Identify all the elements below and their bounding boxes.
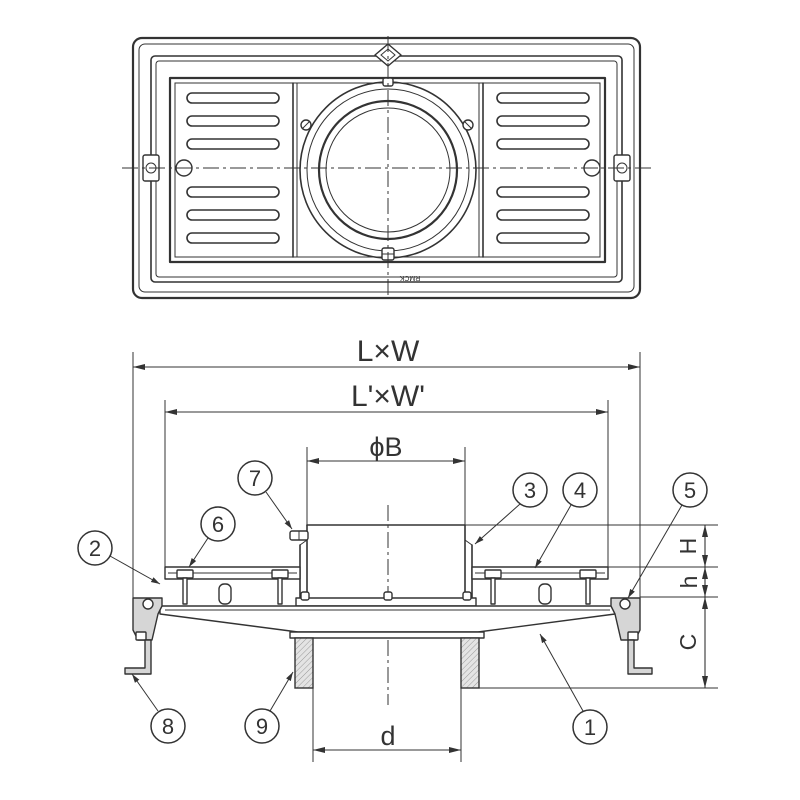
side-frame-right bbox=[610, 597, 641, 641]
grating-slot-left-4 bbox=[186, 186, 280, 198]
grating-bolt-head-3 bbox=[484, 569, 502, 579]
grating-leg-left bbox=[218, 583, 232, 605]
callout-6: 6 bbox=[188, 506, 236, 568]
side-frame-left bbox=[132, 597, 163, 641]
ring-screw-left-slot bbox=[301, 120, 311, 130]
outlet-wall-left bbox=[294, 637, 314, 689]
part-callouts: 1 2 3 4 5 6 7 bbox=[77, 460, 708, 745]
dim-label-overall: L×W bbox=[357, 335, 420, 368]
callout-7-number: 7 bbox=[249, 466, 261, 491]
anchor-right bbox=[627, 639, 653, 675]
anchor-left bbox=[124, 639, 152, 675]
grating-bolt-head-2 bbox=[271, 569, 289, 579]
callout-5-ring bbox=[672, 472, 708, 508]
grating-slot-right-2 bbox=[496, 115, 590, 127]
callout-4-leader bbox=[534, 504, 572, 569]
callout-9-ring bbox=[244, 708, 280, 744]
callout-1-ring bbox=[572, 709, 608, 745]
dim-label-H: H bbox=[675, 538, 701, 555]
dim-label-h: h bbox=[676, 576, 702, 589]
ring-screw-right-slot bbox=[463, 120, 473, 130]
callout-5: 5 bbox=[627, 472, 708, 599]
callout-7-leader bbox=[265, 491, 293, 530]
callout-4-number: 4 bbox=[574, 478, 586, 503]
outlet-wall-right bbox=[460, 637, 480, 689]
grating-slot-right-4 bbox=[496, 186, 590, 198]
body-peg-center bbox=[383, 591, 393, 601]
callout-5-leader bbox=[627, 504, 683, 599]
callout-2-number: 2 bbox=[89, 536, 101, 561]
section-view bbox=[124, 352, 718, 762]
callout-6-leader bbox=[188, 537, 209, 568]
frame-bolt-right bbox=[619, 598, 631, 610]
frame-nut-left bbox=[135, 631, 147, 641]
grating-slot-right-6 bbox=[496, 232, 590, 244]
callout-1-leader bbox=[539, 633, 584, 712]
plan-view: RMCK bbox=[122, 36, 652, 300]
grating-leg-right bbox=[538, 583, 552, 605]
dim-label-outlet-diameter: d bbox=[380, 721, 395, 751]
dim-label-C: C bbox=[675, 634, 701, 651]
callout-1-number: 1 bbox=[584, 715, 596, 740]
outer-frame-inner-edge bbox=[138, 43, 635, 293]
grating-slot-left-5 bbox=[186, 209, 280, 221]
callout-3-ring bbox=[512, 472, 548, 508]
grating-slots bbox=[186, 92, 590, 244]
callout-7-ring bbox=[237, 460, 273, 496]
collar-rim-left bbox=[299, 539, 308, 546]
dimensions: L×W L'×W' ϕB d H h C bbox=[133, 335, 708, 753]
collar-rim-right bbox=[464, 539, 473, 546]
callout-7: 7 bbox=[237, 460, 293, 530]
callout-4: 4 bbox=[534, 472, 598, 569]
grating-bolt-head-1 bbox=[176, 569, 194, 579]
grating-slot-left-6 bbox=[186, 232, 280, 244]
callout-3-leader bbox=[474, 503, 521, 545]
callout-8-ring bbox=[150, 708, 186, 744]
body-peg-right bbox=[462, 591, 472, 601]
body-peg-left bbox=[300, 591, 310, 601]
callout-9-leader bbox=[269, 671, 294, 712]
callout-2-ring bbox=[77, 530, 113, 566]
callout-8: 8 bbox=[131, 673, 186, 744]
frame-bolt-left bbox=[142, 598, 154, 610]
grating-slot-right-5 bbox=[496, 209, 590, 221]
callout-6-ring bbox=[200, 506, 236, 542]
grating-bolt-shank-4 bbox=[585, 577, 591, 605]
grating-slot-left-2 bbox=[186, 115, 280, 127]
dim-label-top-diameter: ϕB bbox=[369, 432, 402, 462]
callout-3-number: 3 bbox=[524, 478, 536, 503]
frame-nut-right bbox=[627, 631, 639, 641]
grating-bolt-shank-2 bbox=[277, 577, 283, 605]
plan-marking-text: RMCK bbox=[399, 274, 420, 281]
callout-9-number: 9 bbox=[256, 714, 268, 739]
grating-slot-right-3 bbox=[496, 138, 590, 150]
outlet-flange bbox=[289, 631, 485, 639]
grating-bolt-shank-1 bbox=[182, 577, 188, 605]
callout-2-leader bbox=[109, 555, 161, 585]
callout-8-leader bbox=[131, 673, 159, 712]
callout-2: 2 bbox=[77, 530, 161, 585]
callout-9: 9 bbox=[244, 671, 294, 744]
callout-6-number: 6 bbox=[212, 512, 224, 537]
diamond-mark-inner bbox=[380, 48, 396, 62]
grating-bolt-shank-3 bbox=[490, 577, 496, 605]
dim-label-inner: L'×W' bbox=[351, 380, 425, 413]
callout-8-number: 8 bbox=[162, 714, 174, 739]
callout-4-ring bbox=[562, 472, 598, 508]
grating-slot-left-3 bbox=[186, 138, 280, 150]
grating-slot-right-1 bbox=[496, 92, 590, 104]
callout-5-number: 5 bbox=[684, 478, 696, 503]
callout-3: 3 bbox=[474, 472, 548, 545]
grating-bolt-head-4 bbox=[579, 569, 597, 579]
grating-slot-left-1 bbox=[186, 92, 280, 104]
callout-1: 1 bbox=[539, 633, 608, 745]
